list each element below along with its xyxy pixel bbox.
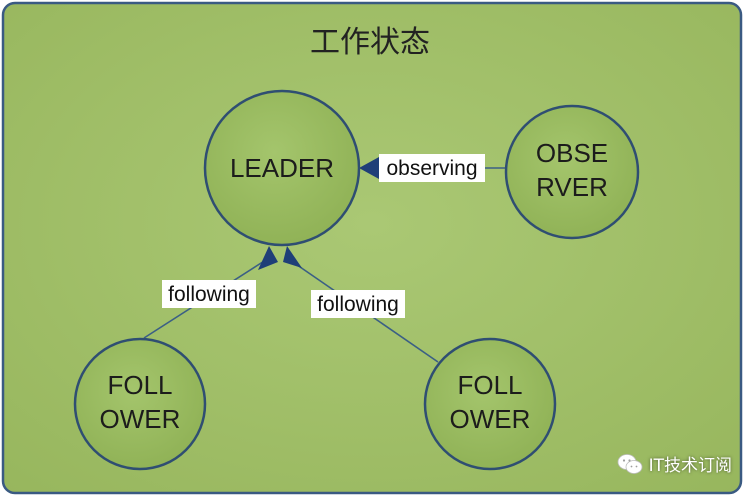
edge-label-bg-following-left bbox=[162, 280, 256, 308]
edge-label-bg-observing bbox=[379, 154, 485, 182]
node-leader bbox=[203, 89, 361, 247]
wechat-icon bbox=[617, 453, 642, 474]
node-follower-right-label-line1: FOLL bbox=[457, 370, 522, 400]
node-follower-left-label-line1: FOLL bbox=[107, 370, 172, 400]
edge-label-bg-following-right bbox=[311, 290, 405, 318]
node-follower-left bbox=[73, 337, 207, 471]
watermark-text: IT技术订阅 bbox=[648, 456, 732, 476]
watermark: IT技术订阅 bbox=[617, 451, 732, 476]
node-follower-left-label-line2: OWER bbox=[100, 404, 181, 434]
diagram-title: 工作状态 bbox=[310, 25, 430, 60]
node-observer-label-line2: RVER bbox=[536, 172, 608, 202]
node-leader-label: LEADER bbox=[230, 153, 334, 183]
node-follower-right-label-line2: OWER bbox=[450, 404, 531, 434]
node-observer-label-line1: OBSE bbox=[536, 138, 608, 168]
arrowhead-observer bbox=[359, 157, 379, 179]
edge-label-following-right: following bbox=[317, 293, 399, 316]
arrowhead-left-follower bbox=[258, 246, 278, 270]
arrowhead-right-follower bbox=[283, 246, 302, 268]
edge-label-observing: observing bbox=[386, 157, 477, 180]
node-observer bbox=[504, 104, 640, 240]
edge-label-following-left: following bbox=[168, 283, 250, 306]
node-follower-right bbox=[423, 337, 557, 471]
